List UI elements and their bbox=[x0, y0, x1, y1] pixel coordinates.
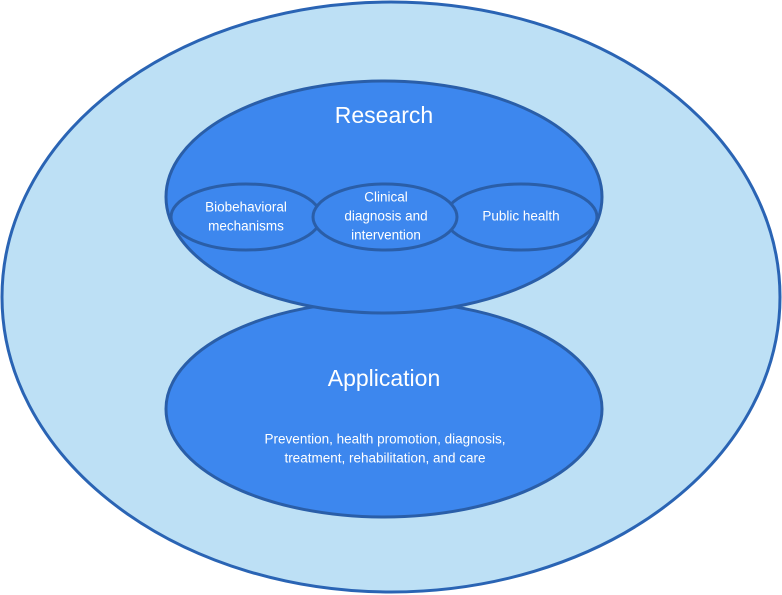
clinical-label-line2: diagnosis and bbox=[344, 209, 427, 224]
research-title: Research bbox=[335, 102, 433, 128]
biobehavioral-label-line2: mechanisms bbox=[208, 219, 284, 234]
application-ellipse bbox=[164, 299, 604, 519]
clinical-label-line3: intervention bbox=[351, 228, 421, 243]
clinical-ellipse bbox=[311, 182, 459, 252]
application-title: Application bbox=[328, 365, 441, 391]
public-health-label: Public health bbox=[482, 209, 559, 224]
biobehavioral-label-line1: Biobehavioral bbox=[205, 200, 287, 215]
application-line1: Prevention, health promotion, diagnosis, bbox=[265, 432, 506, 447]
application-line2: treatment, rehabilitation, and care bbox=[284, 451, 485, 466]
clinical-label-line1: Clinical bbox=[364, 190, 408, 205]
biobehavioral-ellipse bbox=[169, 182, 323, 252]
